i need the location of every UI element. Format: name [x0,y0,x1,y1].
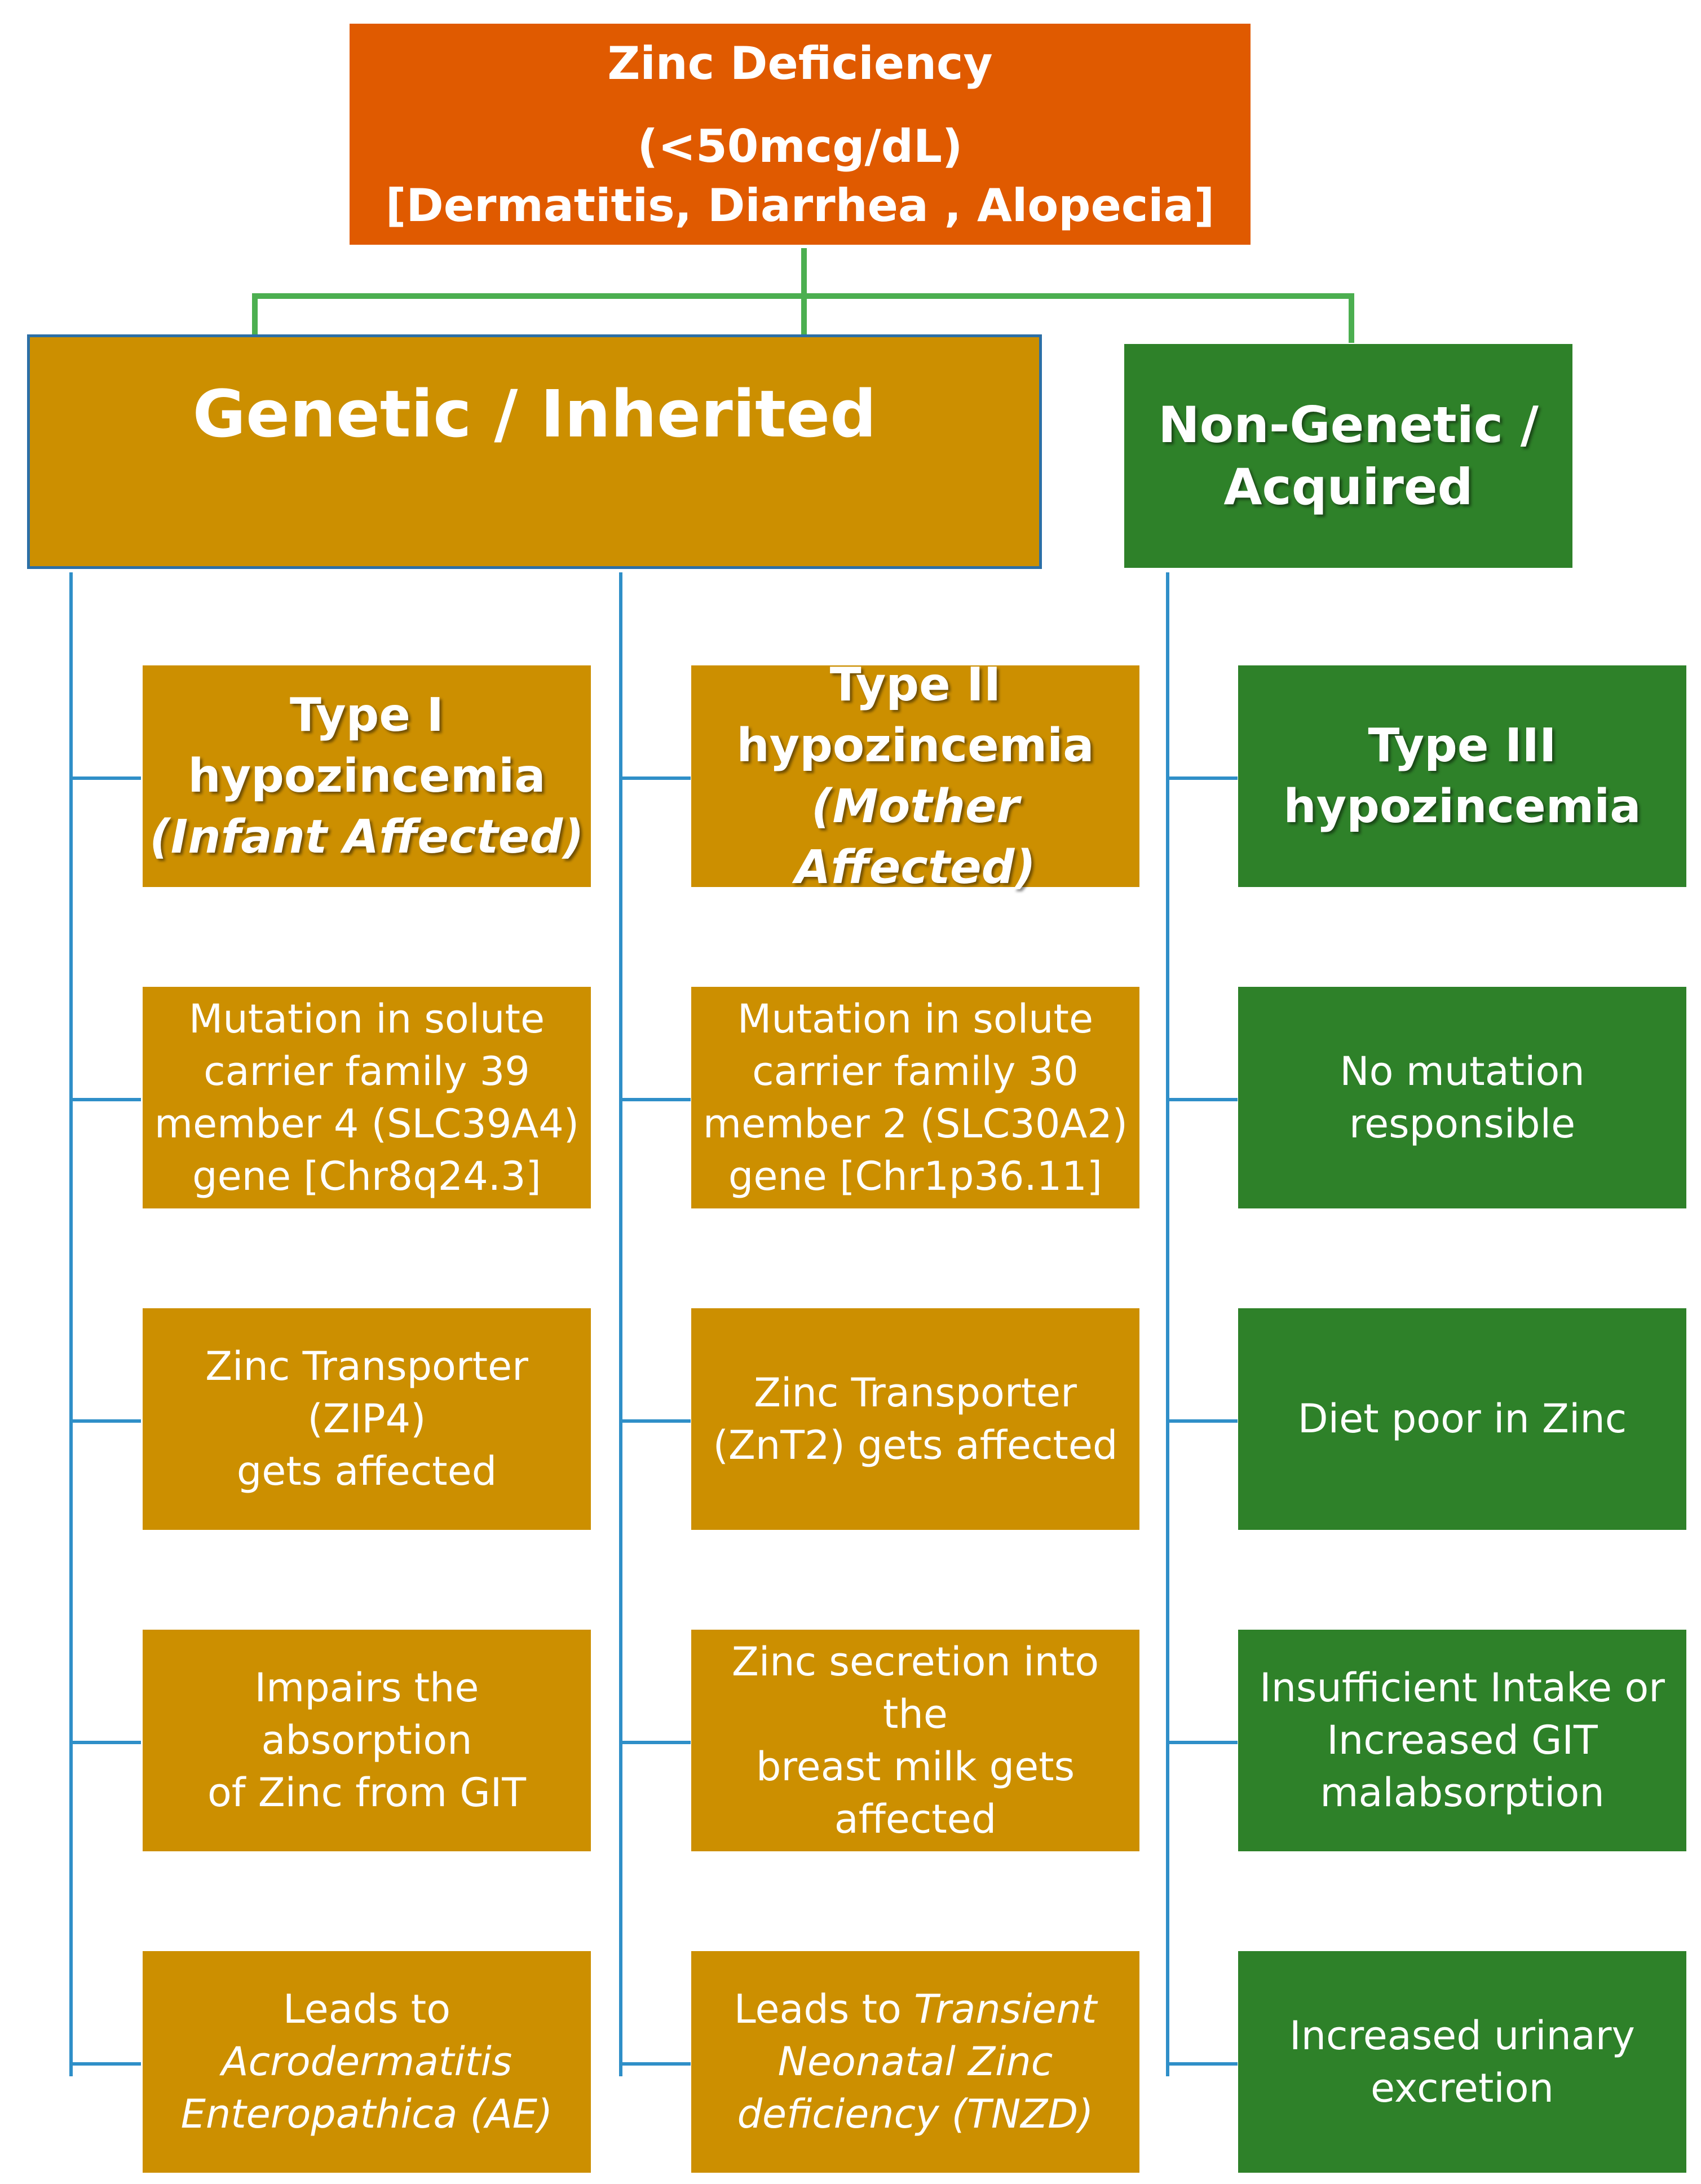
type1-leads-condition: Acrodermatitis [221,2039,512,2085]
branch-tick [69,1098,141,1101]
type2-mutation-box: Mutation in solute carrier family 30 mem… [691,987,1139,1208]
type2-effect-box: Zinc secretion into the breast milk gets… [691,1630,1139,1851]
type3-box: Type III hypozincemia [1238,665,1686,887]
genetic-title: Genetic / Inherited [192,377,877,452]
acquired-title-line2: Acquired [1223,457,1473,516]
type2-mutation-line: gene [Chr1p36.11] [728,1153,1103,1199]
branch-tick [1166,1741,1238,1744]
type1-box: Type I hypozincemia (Infant Affected) [143,665,591,887]
type1-mutation-line: gene [Chr8q24.3] [192,1153,541,1199]
type2-effect-line: breast milk gets [755,1743,1075,1790]
connector-genetic-left [252,293,258,337]
type3-diet-text: Diet poor in Zinc [1297,1396,1627,1442]
type1-line3: (Infant Affected) [149,810,584,864]
type1-effect-line: Impairs the absorption [254,1665,479,1763]
type1-transporter-box: Zinc Transporter (ZIP4) gets affected [143,1308,591,1530]
type2-mutation-line: carrier family 30 [752,1048,1079,1095]
type2-box: Type II hypozincemia (Mother Affected) [691,658,1139,894]
branch-tick [1166,1419,1238,1423]
type2-leads-condition: Neonatal Zinc [777,2039,1053,2085]
type2-transporter-line: (ZnT2) gets affected [713,1422,1118,1468]
type2-leads-first-line: Leads to Transient [731,1983,1101,2036]
type1-mutation-line: carrier family 39 [204,1048,530,1095]
type2-leads-prefix: Leads to [734,1986,902,2032]
type3-diet-box: Diet poor in Zinc [1238,1308,1686,1530]
type3-mutation-box: No mutation responsible [1238,987,1686,1208]
type2-transporter-box: Zinc Transporter (ZnT2) gets affected [691,1308,1139,1530]
type2-effect-line: affected [834,1795,997,1842]
type1-line1: Type I [289,688,444,742]
branch-tick [69,2062,141,2066]
type3-intake-box: Insufficient Intake or Increased GIT mal… [1238,1630,1686,1851]
type1-transporter-line: gets affected [236,1448,497,1494]
type2-transporter-line: Zinc Transporter [754,1369,1077,1416]
connector-root-stem [801,248,807,296]
type3-mutation-line: No mutation [1340,1048,1585,1095]
type2-leads-condition: Transient [914,1986,1097,2032]
type1-mutation-box: Mutation in solute carrier family 39 mem… [143,987,591,1208]
genetic-inherited-box: Genetic / Inherited [27,334,1042,569]
branch-tick [69,776,141,780]
type3-line1: Type III [1368,718,1557,773]
type2-line1: Type II [829,658,1001,712]
branch-line-type2 [619,572,622,2076]
type1-mutation-line: member 4 (SLC39A4) [154,1100,580,1147]
acquired-box: Non-Genetic / Acquired [1124,344,1572,568]
type2-line3: (Mother Affected) [795,779,1036,894]
branch-tick [1166,2062,1238,2066]
type2-line2: hypozincemia [736,718,1094,773]
type2-leads-condition: deficiency (TNZD) [737,2091,1094,2137]
branch-tick [619,1419,691,1423]
branch-tick [1166,776,1238,780]
connector-genetic-mid [801,293,807,337]
type3-intake-line: Insufficient Intake or [1260,1665,1665,1711]
branch-tick [619,1741,691,1744]
branch-tick [69,1741,141,1744]
type1-leads-prefix: Leads to [282,1986,451,2032]
type1-effect-line: of Zinc from GIT [207,1770,527,1816]
branch-line-type3 [1166,572,1169,2076]
branch-tick [619,2062,691,2066]
type1-line2: hypozincemia [188,749,546,803]
type3-intake-line: malabsorption [1320,1770,1605,1816]
type3-line2: hypozincemia [1283,779,1641,833]
type2-leads-box: Leads to Transient Neonatal Zinc deficie… [691,1951,1139,2173]
root-level: (<50mcg/dL) [637,120,963,173]
type1-transporter-line: Zinc Transporter (ZIP4) [205,1343,528,1442]
type2-mutation-line: member 2 (SLC30A2) [703,1100,1128,1147]
root-symptoms: [Dermatitis, Diarrhea , Alopecia] [385,179,1215,232]
branch-line-type1 [69,572,73,2076]
branch-tick [69,1419,141,1423]
type3-intake-line: Increased GIT [1327,1717,1598,1763]
root-title: Zinc Deficiency [607,37,993,90]
type3-mutation-line: responsible [1349,1100,1576,1147]
type2-effect-line: Zinc secretion into the [731,1638,1099,1737]
type3-excretion-line: Increased urinary [1289,2012,1635,2059]
type1-mutation-line: Mutation in solute [188,995,545,1042]
type3-excretion-box: Increased urinary excretion [1238,1951,1686,2173]
branch-tick [619,1098,691,1101]
type1-leads-condition: Enteropathica (AE) [180,2091,553,2137]
branch-tick [619,776,691,780]
type1-effect-box: Impairs the absorption of Zinc from GIT [143,1630,591,1851]
type1-leads-box: Leads to Acrodermatitis Enteropathica (A… [143,1951,591,2173]
connector-acquired [1349,293,1354,343]
root-zinc-deficiency: Zinc Deficiency (<50mcg/dL) [Dermatitis,… [350,24,1251,245]
acquired-title-line1: Non-Genetic / [1158,395,1539,454]
type3-excretion-line: excretion [1371,2064,1554,2111]
branch-tick [1166,1098,1238,1101]
type2-mutation-line: Mutation in solute [737,995,1094,1042]
